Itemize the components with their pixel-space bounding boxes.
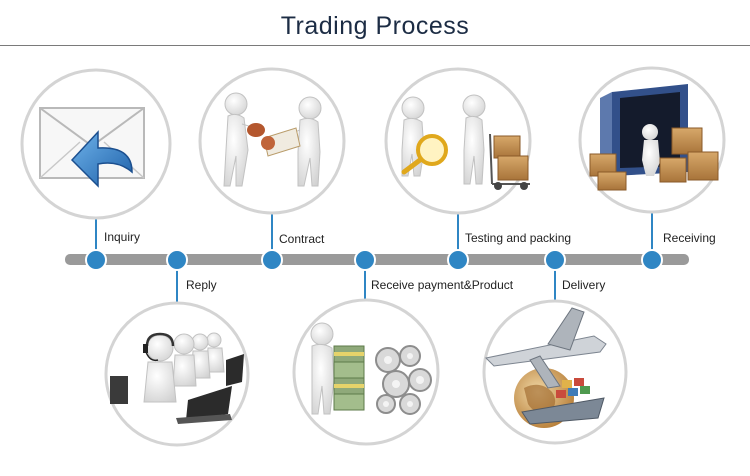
plane-ship-globe-icon xyxy=(484,307,607,428)
delivery-illustration xyxy=(482,299,628,445)
step-label-testing-packing: Testing and packing xyxy=(465,231,572,245)
receiving-illustration xyxy=(578,66,726,214)
step-label-contract: Contract xyxy=(279,232,325,246)
timeline-node-4 xyxy=(354,249,376,271)
timeline-bar xyxy=(65,254,689,265)
warehouse-boxes-icon xyxy=(589,84,719,191)
timeline-node-5 xyxy=(447,249,469,271)
step-label-receive-payment: Receive payment&Product xyxy=(371,278,514,292)
step-label-reply: Reply xyxy=(186,278,217,292)
money-gears-icon xyxy=(310,322,432,415)
payment-illustration xyxy=(292,298,440,446)
magnifier-boxes-icon xyxy=(401,94,530,190)
envelope-arrow-icon xyxy=(39,107,145,188)
step-label-receiving: Receiving xyxy=(663,231,716,245)
inquiry-illustration xyxy=(20,68,172,220)
step-label-inquiry: Inquiry xyxy=(104,230,141,244)
step-label-delivery: Delivery xyxy=(562,278,606,292)
contract-illustration xyxy=(198,67,346,215)
call-center-icon xyxy=(110,332,244,424)
testing-illustration xyxy=(384,67,532,215)
timeline-node-3 xyxy=(261,249,283,271)
reply-illustration xyxy=(104,301,250,447)
timeline-node-7 xyxy=(641,249,663,271)
title-rule xyxy=(0,45,750,46)
timeline-node-6 xyxy=(544,249,566,271)
page-title: Trading Process xyxy=(280,12,470,40)
timeline-node-1 xyxy=(85,249,107,271)
timeline-node-2 xyxy=(166,249,188,271)
